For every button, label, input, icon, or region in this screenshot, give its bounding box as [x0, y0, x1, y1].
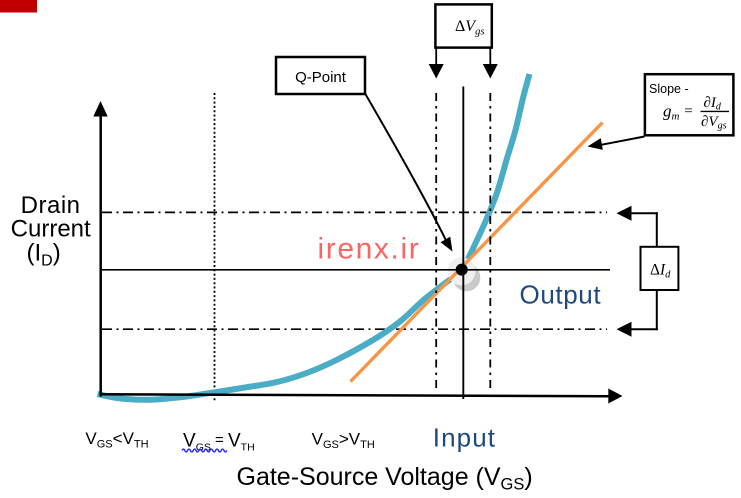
- svg-text:Slope -: Slope -: [649, 82, 689, 96]
- svg-text:Gate-Source Voltage (VGS): Gate-Source Voltage (VGS): [237, 463, 533, 494]
- svg-text:Current: Current: [11, 215, 91, 242]
- svg-text:Input: Input: [433, 422, 496, 452]
- svg-text:irenx.ir: irenx.ir: [318, 233, 421, 266]
- svg-text:Drain: Drain: [21, 192, 81, 219]
- svg-text:Q-Point: Q-Point: [295, 69, 347, 86]
- svg-text:gm =: gm =: [663, 101, 693, 122]
- svg-text:Output: Output: [520, 280, 602, 310]
